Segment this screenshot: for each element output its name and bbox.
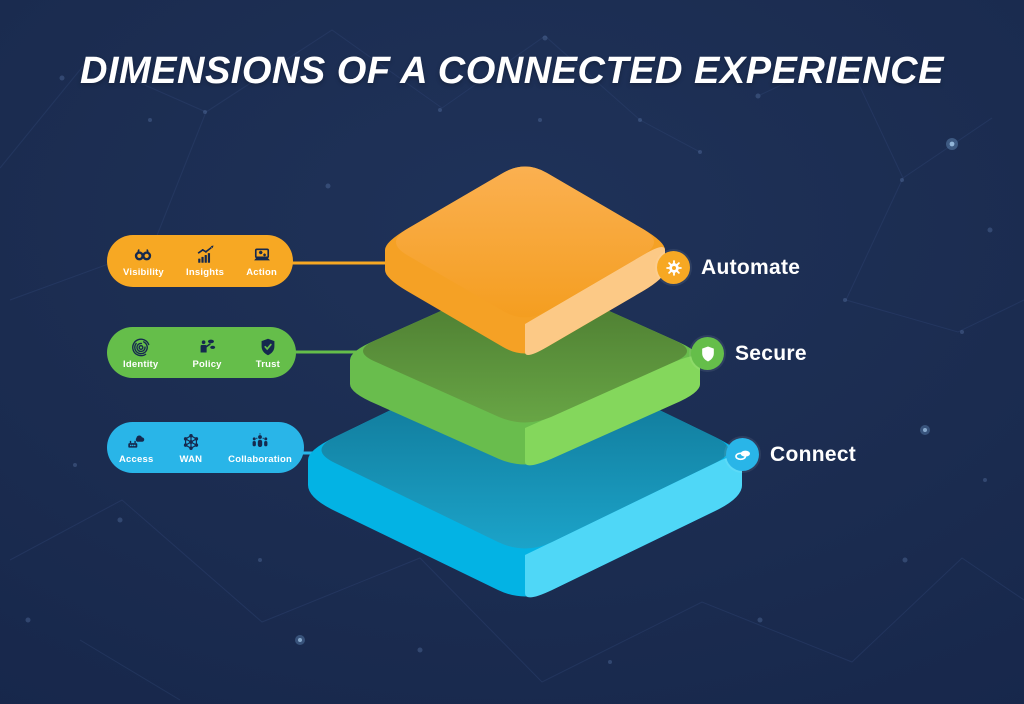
pill-item-identity: Identity: [123, 336, 158, 370]
gear-icon: [665, 259, 682, 276]
secure-badge: [691, 337, 724, 370]
fingerprint-icon: [131, 338, 150, 356]
pill-item-action: Action: [246, 244, 277, 278]
pill-automate-capabilities: Visibility Insights: [107, 235, 293, 287]
pill-item-insights: Insights: [186, 244, 224, 278]
constellation-dots: [25, 35, 993, 664]
pill-item-access: Access: [119, 431, 153, 465]
pill-connect-capabilities: Access WAN: [107, 422, 304, 473]
pill-item-label: Visibility: [123, 267, 164, 278]
layer-label-connect-row: Connect: [726, 438, 856, 471]
pill-secure-capabilities: Identity Policy Trust: [107, 327, 296, 378]
pill-item-label: Action: [246, 267, 277, 278]
pill-item-label: Identity: [123, 358, 159, 370]
pill-item-policy: Policy: [192, 336, 221, 370]
pill-item-label: Insights: [186, 267, 225, 278]
layer-label-secure: Secure: [735, 341, 807, 365]
secure-slab-right-face: [525, 355, 700, 466]
pill-item-trust: Trust: [256, 336, 280, 370]
cloud-access-icon: [128, 434, 145, 448]
layer-slab-secure: [350, 279, 700, 466]
shield-icon: [701, 346, 714, 361]
bar-chart-trend-icon: [197, 245, 214, 263]
layer-slab-automate: [385, 166, 665, 356]
automate-badge: [657, 251, 690, 284]
pill-item-collaboration: Collaboration: [228, 431, 292, 465]
layer-label-automate: Automate: [701, 255, 801, 279]
connect-slab-right-face: [525, 455, 742, 598]
pill-item-label: WAN: [179, 453, 203, 465]
pill-item-label: Collaboration: [228, 453, 292, 465]
linked-clouds-icon: [734, 450, 750, 460]
layer-label-automate-row: Automate: [657, 251, 800, 284]
shield-check-icon: [261, 338, 275, 355]
constellation-lines: [0, 29, 1024, 701]
automate-slab-top-face: [396, 166, 654, 318]
laptop-gears-icon: [253, 248, 270, 261]
layer-label-secure-row: Secure: [691, 337, 807, 370]
page-title: DIMENSIONS OF A CONNECTED EXPERIENCE: [80, 50, 944, 92]
connect-badge: [726, 438, 759, 471]
automate-slab-right-face: [525, 246, 665, 356]
network-mesh-icon: [183, 433, 198, 450]
binoculars-icon: [135, 249, 152, 261]
policy-person-clouds-icon: [200, 339, 216, 352]
pill-item-visibility: Visibility: [123, 244, 164, 278]
pill-item-wan: WAN: [179, 431, 202, 465]
pill-item-label: Policy: [192, 358, 222, 370]
people-group-icon: [252, 432, 268, 447]
layer-label-connect: Connect: [770, 442, 857, 466]
pill-item-label: Trust: [255, 358, 280, 370]
pill-item-label: Access: [119, 453, 154, 465]
